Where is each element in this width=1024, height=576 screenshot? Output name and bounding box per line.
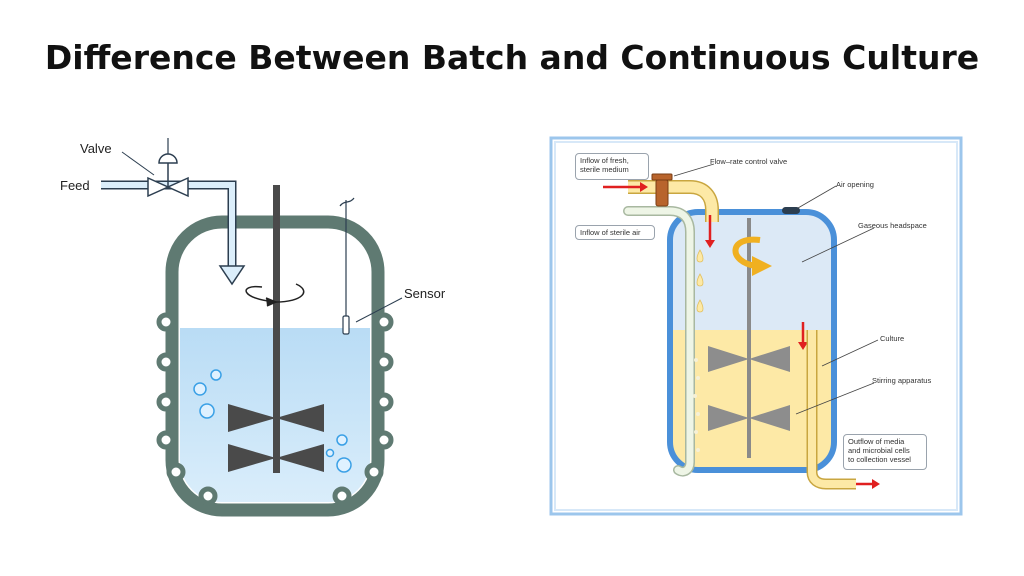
label-gaseous-headspace: Gaseous headspace: [858, 221, 927, 230]
batch-valve-label: Valve: [80, 141, 112, 156]
continuous-air-bubbles: [693, 358, 700, 452]
batch-impeller-lower: [228, 444, 324, 472]
label-outflow-collection: Outflow of media and microbial cells to …: [843, 434, 927, 470]
batch-feed-label: Feed: [60, 178, 90, 193]
continuous-medium-drops: [696, 249, 704, 313]
continuous-leader-lines: [673, 163, 879, 415]
continuous-vessel-wall: [667, 209, 837, 473]
continuous-rotation-arrow: [732, 236, 772, 276]
label-inflow-sterile-air: Inflow of sterile air: [575, 225, 655, 240]
batch-impeller-upper: [228, 404, 324, 432]
page-title: Difference Between Batch and Continuous …: [44, 38, 980, 77]
continuous-stirring-shaft: [747, 218, 751, 458]
continuous-control-valve: [651, 173, 673, 207]
continuous-impeller-upper: [708, 346, 790, 372]
batch-bubbles: [193, 369, 352, 473]
batch-feed-pipe: [101, 180, 246, 286]
label-stirring-apparatus: Stirring apparatus: [872, 376, 932, 385]
batch-sensor-label: Sensor: [404, 286, 446, 301]
batch-agitator-shaft: [273, 185, 280, 473]
label-inflow-fresh-medium: Inflow of fresh, sterile medium: [575, 153, 649, 180]
label-culture: Culture: [880, 334, 905, 343]
label-air-opening: Air opening: [836, 180, 874, 189]
batch-valve-leader: [121, 151, 155, 176]
batch-jacket: [156, 312, 394, 506]
batch-sensor-leader: [355, 297, 403, 323]
batch-feed-valve: [147, 138, 189, 198]
batch-sensor: [339, 197, 355, 335]
label-flow-rate-control-valve: Flow–rate control valve: [710, 157, 788, 166]
continuous-impeller-lower: [708, 405, 790, 431]
batch-rotation-arrow: [245, 283, 305, 307]
continuous-air-opening: [782, 207, 800, 214]
continuous-flow-arrows: [603, 182, 880, 489]
